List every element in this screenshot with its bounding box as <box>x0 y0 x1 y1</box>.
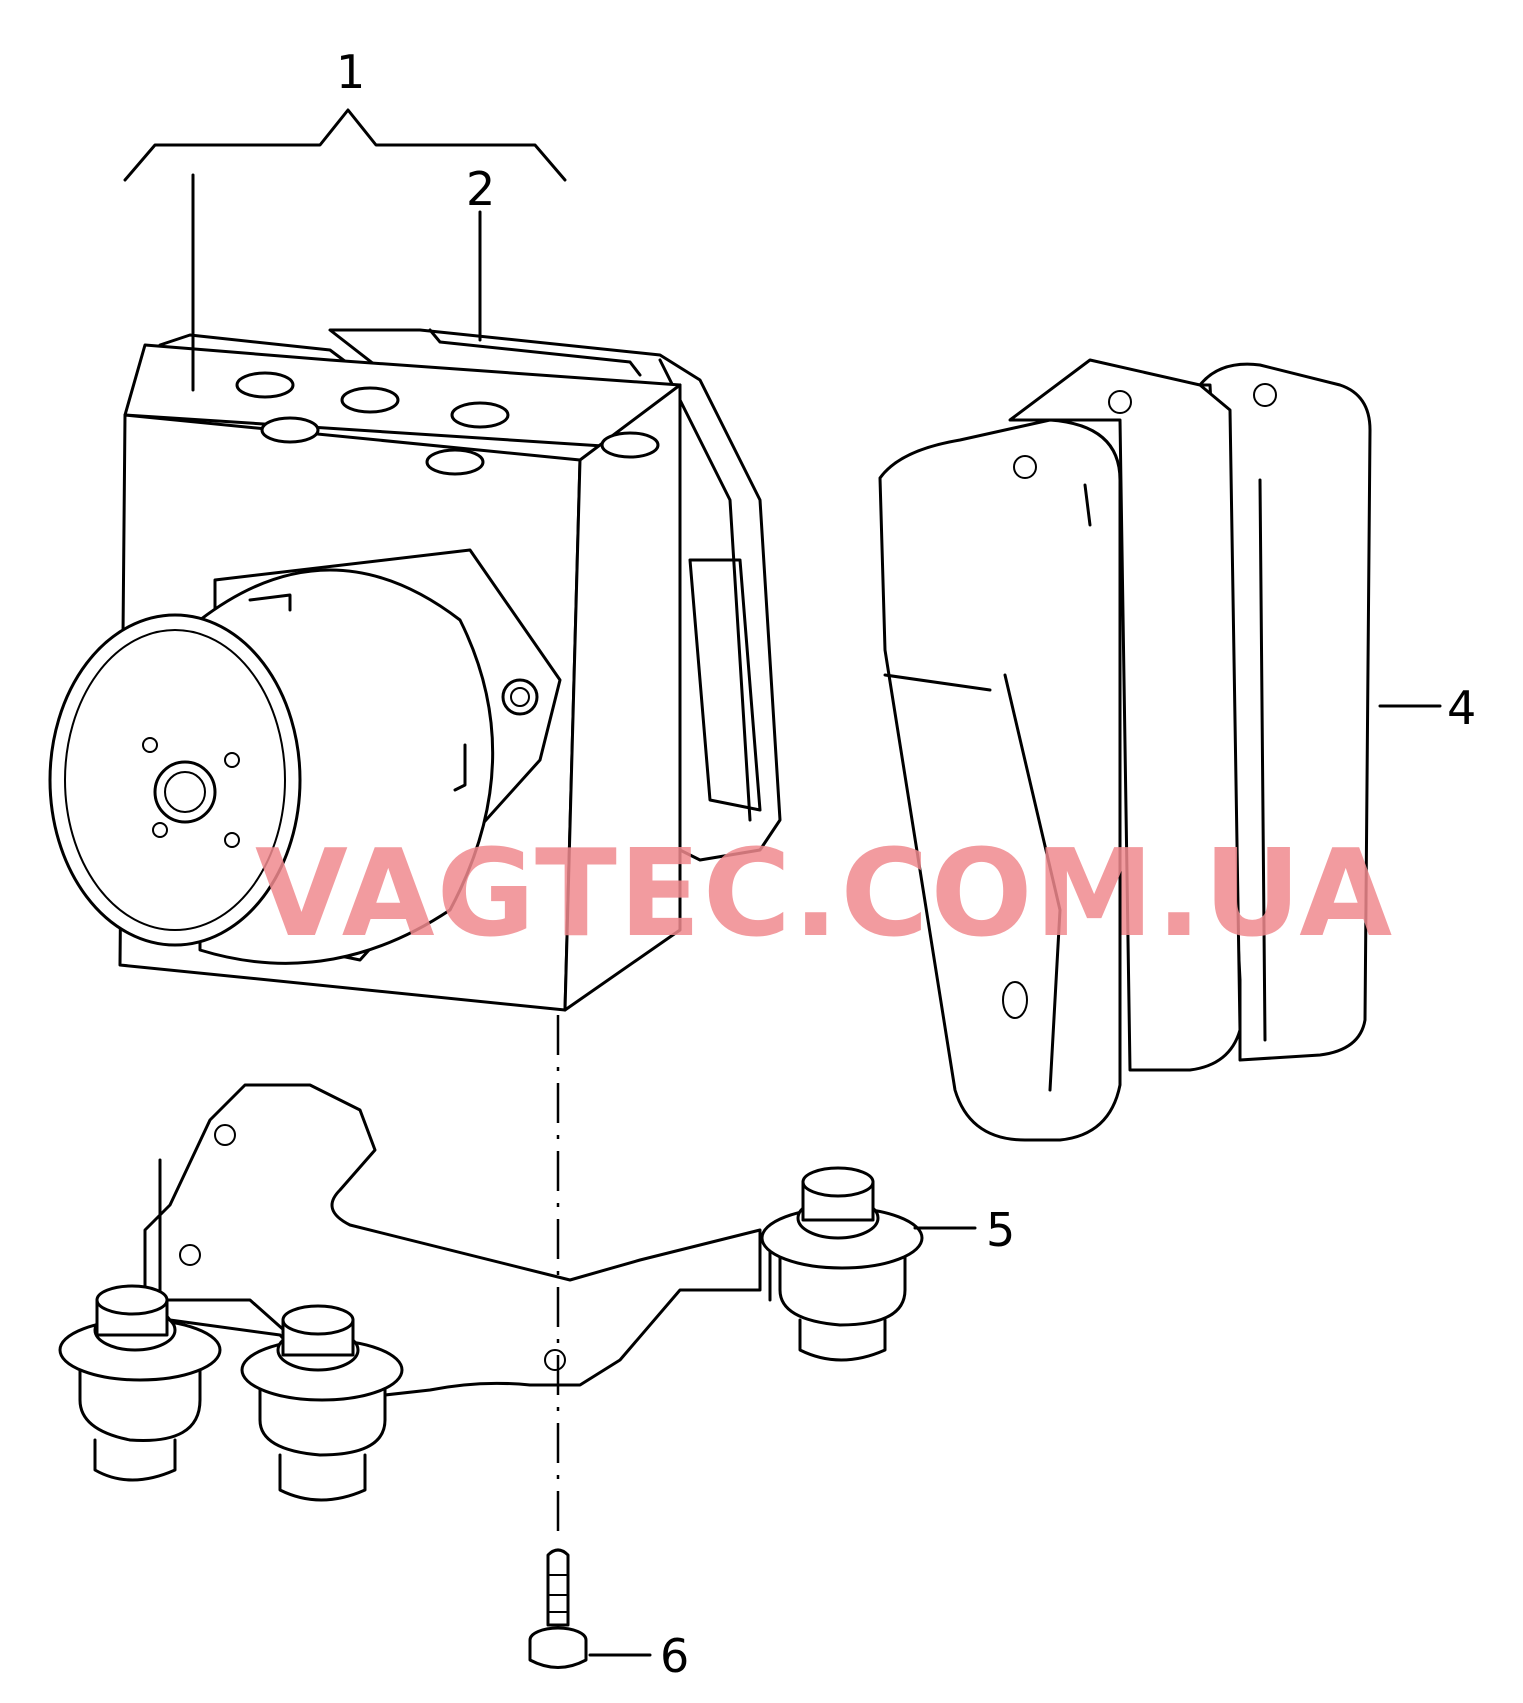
screw <box>528 1548 588 1669</box>
abs-hydraulic-unit <box>48 328 782 1012</box>
callout-6: 6 <box>660 1629 689 1683</box>
leader-lines <box>123 108 1442 1657</box>
rubber-mount-middle <box>240 1304 404 1502</box>
callout-1: 1 <box>336 45 365 99</box>
watermark-text: VAGTEC.COM.UA <box>255 825 1394 964</box>
mounting-bracket <box>143 1083 772 1402</box>
rubber-mount-right <box>760 1166 924 1362</box>
callout-2: 2 <box>466 162 495 216</box>
rubber-mount-left <box>58 1284 222 1482</box>
callout-5: 5 <box>986 1203 1015 1257</box>
callout-4: 4 <box>1447 681 1476 735</box>
cover-bracket <box>878 358 1372 1142</box>
